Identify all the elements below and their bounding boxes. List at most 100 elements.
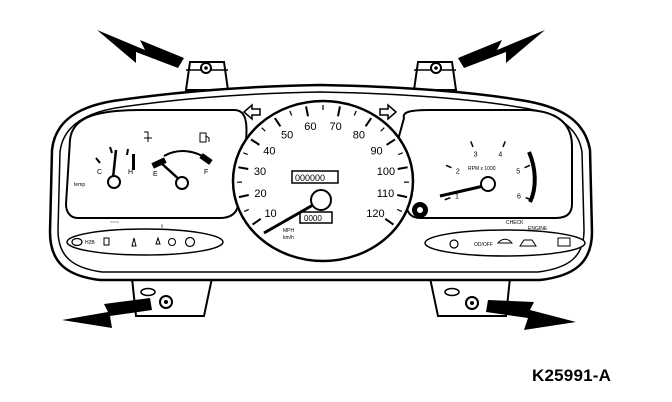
mounting-tab-top-right xyxy=(412,61,458,91)
speedo-tick-label: 60 xyxy=(304,121,316,133)
svg-text:F: F xyxy=(204,169,208,176)
speedo-tick-label: 90 xyxy=(370,145,382,157)
svg-text:H: H xyxy=(128,169,133,176)
left-warning-lamp-strip: H2B ~~~ ⇧ xyxy=(66,220,224,256)
speedo-tick-label: 30 xyxy=(254,166,266,178)
right-turn-signal-icon xyxy=(379,103,398,121)
speedo-needle xyxy=(263,199,321,235)
callout-arrow-top-right xyxy=(458,30,545,68)
tach-tick-mark xyxy=(502,141,506,148)
tach-tick-label: 1 xyxy=(455,193,459,200)
tach-tick-mark xyxy=(444,196,451,201)
locator-slot-left xyxy=(140,287,156,297)
fuel-hub xyxy=(175,176,189,190)
tach-label: RPM x 1000 xyxy=(468,166,496,172)
speedo-tick-mark xyxy=(336,106,341,117)
battery-icon xyxy=(557,237,571,247)
speedo-minor-tick xyxy=(261,127,266,132)
coolant-icon xyxy=(144,131,152,142)
speedo-tick-label: 80 xyxy=(353,130,365,142)
lamp-icon-2 xyxy=(103,237,110,246)
speedo-tick-label: 120 xyxy=(366,208,384,220)
svg-text:CHECK: CHECK xyxy=(506,220,524,226)
speedo-tick-label: 40 xyxy=(263,145,275,157)
lamp-icon-3 xyxy=(131,237,137,247)
speedo-minor-tick xyxy=(353,110,357,116)
right-gauge-pod xyxy=(396,109,573,219)
svg-text:H2B: H2B xyxy=(85,240,95,246)
fuel-pump-icon xyxy=(199,132,210,143)
speedo-hub xyxy=(310,189,332,211)
part-number-label: K25991-A xyxy=(532,366,612,385)
mounting-tab-bottom-left xyxy=(130,277,214,317)
tach-tick-mark xyxy=(445,164,452,169)
svg-text:0000: 0000 xyxy=(304,214,322,223)
tach-hub xyxy=(480,176,496,192)
lamp-icon-5 xyxy=(168,238,176,246)
svg-text:temp: temp xyxy=(74,182,85,188)
lamp-icon-1 xyxy=(71,237,83,247)
tachometer: 1 2 3 4 5 6 RPM x 1000 xyxy=(439,141,537,203)
speedo-tick-mark xyxy=(364,117,373,127)
locator-slot-right xyxy=(444,287,460,297)
svg-text:000000: 000000 xyxy=(295,173,325,183)
lamp-icon-8 xyxy=(496,238,514,244)
lamp-icon-4 xyxy=(155,236,161,245)
speedo-tick-mark xyxy=(397,194,408,199)
speedo-tick-mark xyxy=(250,138,260,146)
speedo-tick-label: 70 xyxy=(329,121,341,133)
speedo-tick-label: 100 xyxy=(377,166,395,178)
trip-display xyxy=(299,211,333,224)
tach-tick-label: 5 xyxy=(516,169,520,176)
right-warning-lamp-strip: OD/OFF CHECK ENGINE xyxy=(424,220,586,257)
speedo-tick-mark xyxy=(397,166,408,171)
lamp-icon-7 xyxy=(449,239,459,249)
temp-hub xyxy=(107,175,121,189)
tach-tick-mark xyxy=(524,164,531,169)
svg-text:ENGINE: ENGINE xyxy=(528,226,548,232)
speedo-tick-mark xyxy=(238,166,249,171)
speedo-minor-tick xyxy=(380,127,385,132)
speedo-minor-tick xyxy=(242,152,249,156)
speedo-tick-label: 50 xyxy=(281,130,293,142)
callout-arrow-bottom-left xyxy=(62,298,152,328)
speedo-tick-mark xyxy=(251,218,262,226)
tach-tick-label: 6 xyxy=(517,193,521,200)
svg-text:E: E xyxy=(153,171,158,178)
odometer-display xyxy=(291,170,339,184)
tach-tick-label: 3 xyxy=(474,151,478,158)
speedo-tick-mark xyxy=(386,138,396,146)
speedo-tick-label: 110 xyxy=(377,188,395,200)
svg-text:⇧: ⇧ xyxy=(160,224,164,230)
tach-tick-label: 2 xyxy=(456,169,460,176)
speedo-tick-mark xyxy=(238,194,249,199)
speedo-minor-tick xyxy=(396,208,403,213)
lamp-icon-9 xyxy=(519,239,537,247)
callout-arrow-bottom-right xyxy=(486,300,576,330)
tach-redline xyxy=(527,151,537,203)
tach-tick-label: 4 xyxy=(498,151,502,158)
svg-text:OD/OFF: OD/OFF xyxy=(474,242,493,248)
svg-text:km/h: km/h xyxy=(283,235,294,241)
speedo-tick-label: 20 xyxy=(254,188,266,200)
trip-reset-knob xyxy=(412,202,428,218)
left-turn-signal-icon xyxy=(242,103,261,121)
tach-tick-mark xyxy=(470,141,474,148)
lamp-icon-6 xyxy=(184,236,196,248)
speedo-tick-mark xyxy=(273,117,282,127)
tach-needle xyxy=(439,183,489,198)
speedo-tick-mark xyxy=(305,106,310,117)
mounting-tab-top-left xyxy=(184,61,230,91)
svg-text:MPH: MPH xyxy=(283,228,295,234)
temp-needle xyxy=(111,149,118,179)
speedo-tick-mark xyxy=(384,218,395,226)
speedo-minor-tick xyxy=(243,208,250,213)
svg-text:~~~: ~~~ xyxy=(110,220,119,226)
temperature-gauge: C H temp xyxy=(74,146,135,189)
svg-text:C: C xyxy=(97,169,102,176)
speedo-minor-tick xyxy=(289,110,293,116)
callout-arrow-top-left xyxy=(97,30,184,68)
